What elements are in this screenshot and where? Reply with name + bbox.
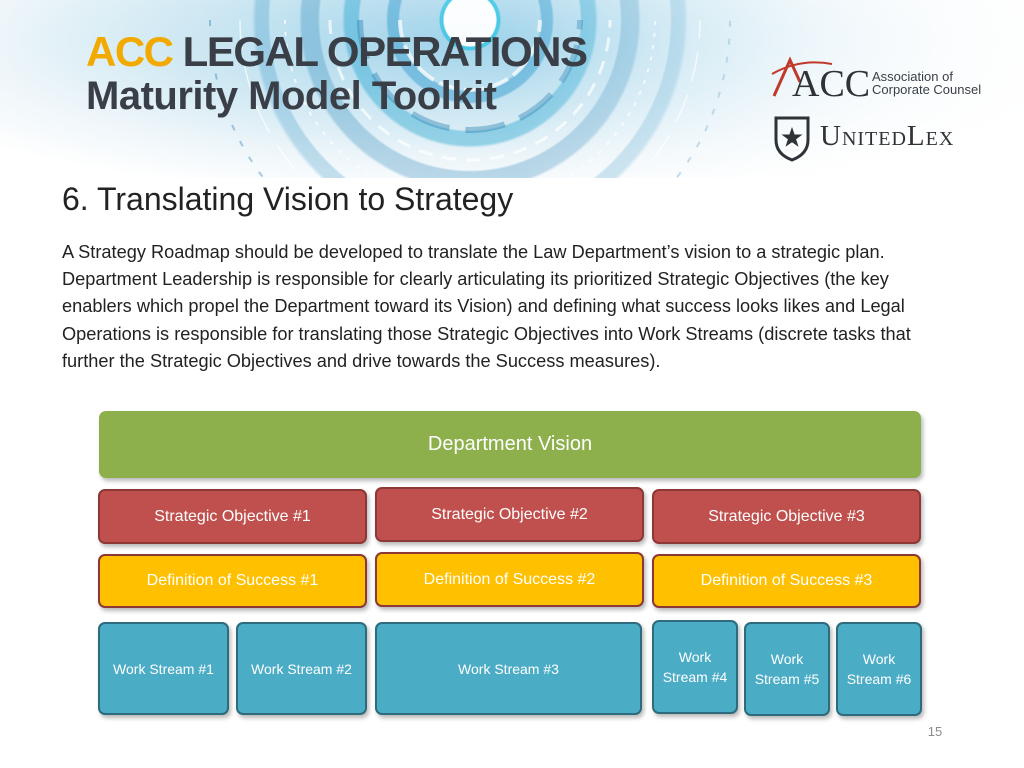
toolkit-title: ACC LEGAL OPERATIONS Maturity Model Tool… xyxy=(86,28,588,119)
definition-of-success-1-box: Definition of Success #1 xyxy=(98,554,367,608)
acc-logo-mark: ACC xyxy=(771,56,870,102)
acc-logo-name: Association of Corporate Counsel xyxy=(872,70,981,96)
page-number: 15 xyxy=(927,724,943,739)
acc-word: ACC xyxy=(86,28,174,75)
unitedlex-shield-icon xyxy=(774,116,810,162)
legal-operations-word: LEGAL OPERATIONS xyxy=(182,28,588,75)
definition-of-success-2-box: Definition of Success #2 xyxy=(375,552,644,607)
work-stream-1-box: Work Stream #1 xyxy=(98,622,229,715)
header-banner: ACC LEGAL OPERATIONS Maturity Model Tool… xyxy=(0,0,1024,178)
acc-logo-name-line2: Corporate Counsel xyxy=(872,82,982,97)
slide-body-text: A Strategy Roadmap should be developed t… xyxy=(62,242,911,371)
unitedlex-wordmark: UnitedLex xyxy=(820,120,955,152)
acc-logo-letters: ACC xyxy=(792,63,870,102)
slide-title: 6. Translating Vision to Strategy xyxy=(62,181,514,217)
acc-logo: ACC Association of Corporate Counsel xyxy=(770,52,990,102)
work-stream-4-box: Work Stream #4 xyxy=(652,620,738,714)
work-stream-5-box: Work Stream #5 xyxy=(744,622,830,716)
department-vision-box: Department Vision xyxy=(99,411,921,478)
unitedlex-logo: UnitedLex xyxy=(772,114,994,162)
work-stream-6-box: Work Stream #6 xyxy=(836,622,922,716)
work-stream-3-box: Work Stream #3 xyxy=(375,622,642,715)
strategic-objective-3-box: Strategic Objective #3 xyxy=(652,489,921,544)
definition-of-success-3-box: Definition of Success #3 xyxy=(652,554,921,608)
toolkit-subtitle: Maturity Model Toolkit xyxy=(86,74,497,118)
acc-logo-name-line1: Association of xyxy=(872,69,953,84)
work-stream-2-box: Work Stream #2 xyxy=(236,622,367,715)
toolkit-title-line1: ACC LEGAL OPERATIONS xyxy=(86,28,588,75)
strategic-objective-1-box: Strategic Objective #1 xyxy=(98,489,367,544)
strategic-objective-2-box: Strategic Objective #2 xyxy=(375,487,644,542)
